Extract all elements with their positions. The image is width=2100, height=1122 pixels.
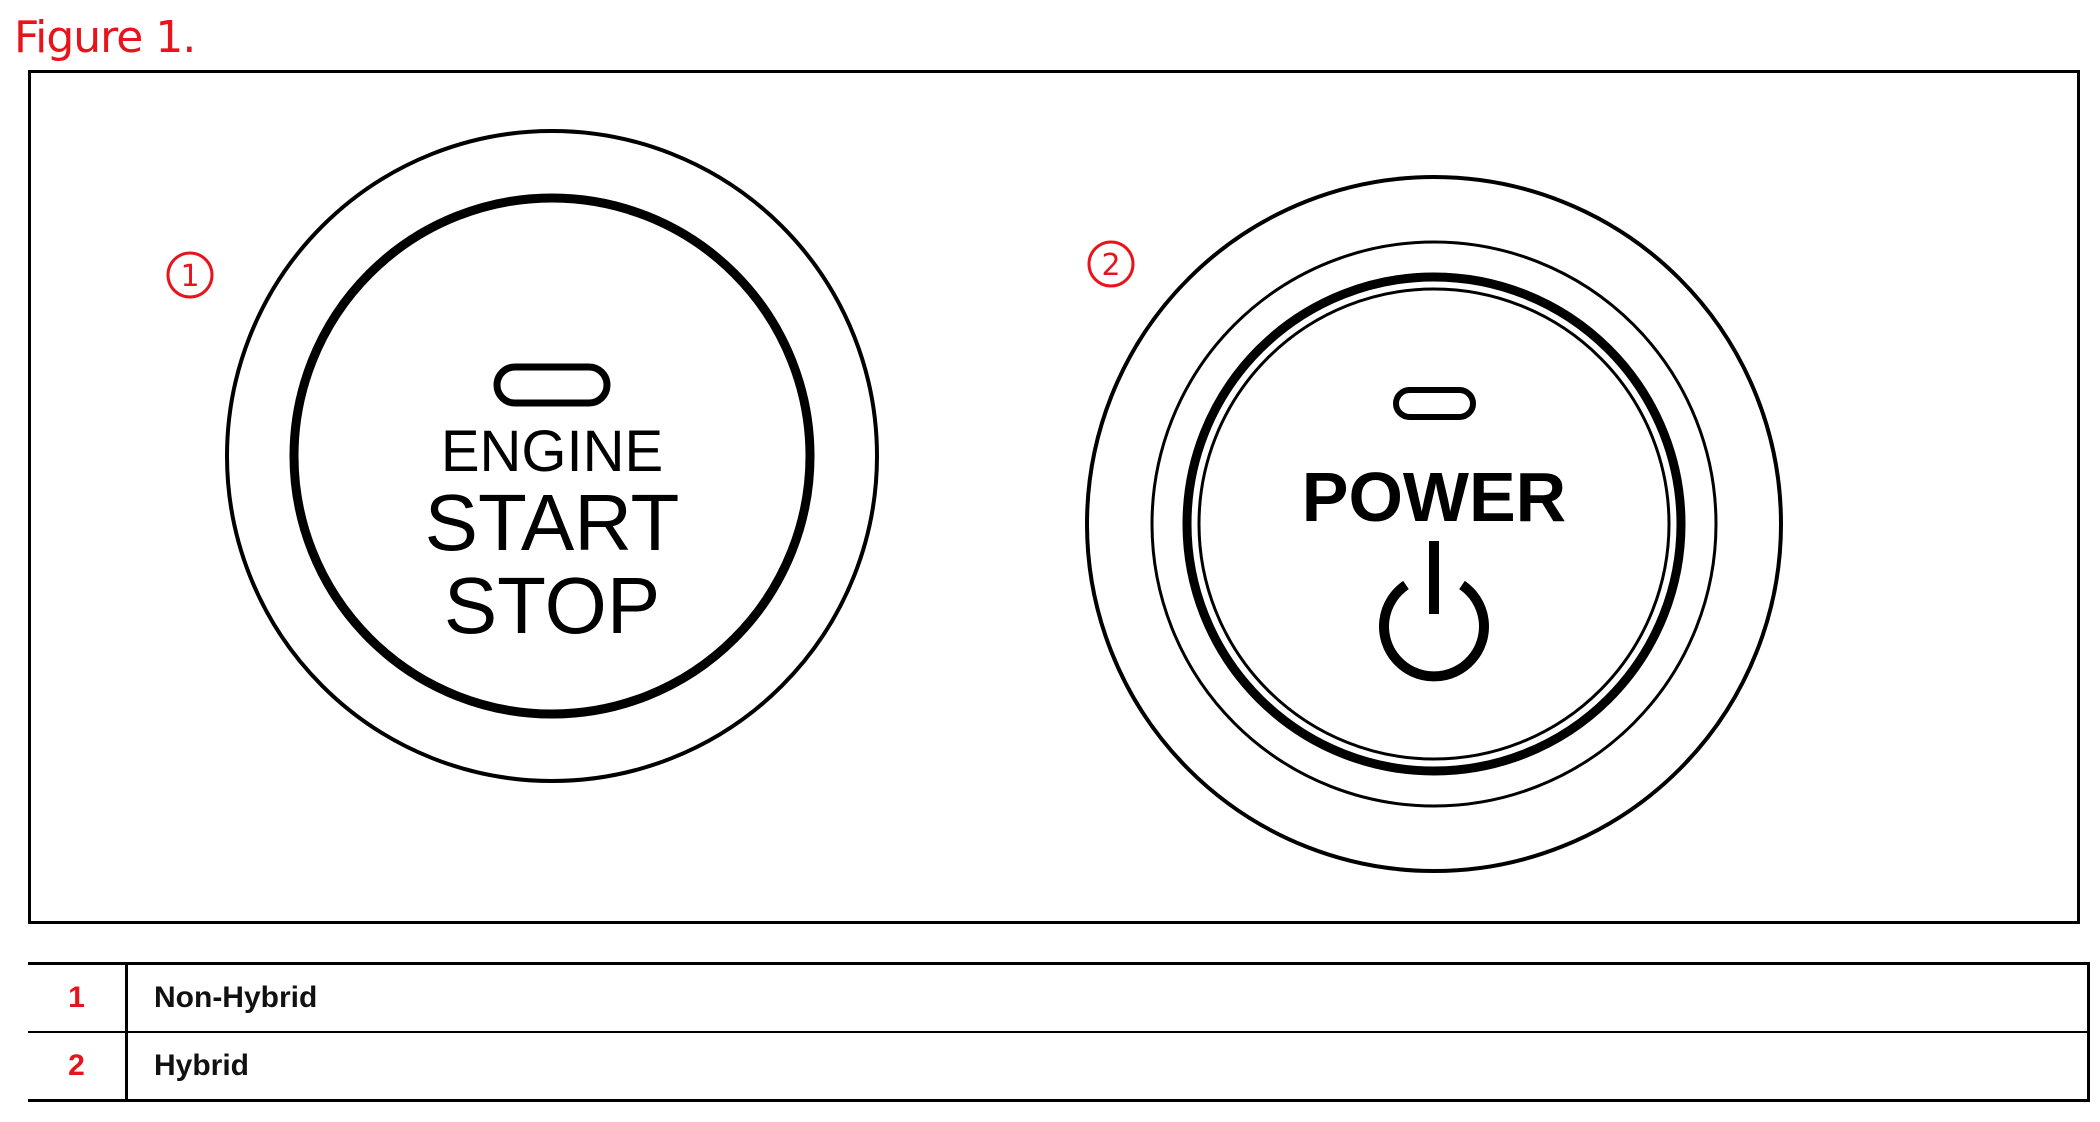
indicator-lamp-icon [1393,387,1476,420]
callout-1-circle [166,251,214,299]
button-1-line-engine: ENGINE [441,419,663,484]
callout-2: 2 [1087,240,1135,288]
table-row: 2 Hybrid [28,1032,2090,1101]
legend-number: 2 [28,1032,128,1101]
button-2-outer-bezel [1085,175,1783,873]
figure-frame: 1 ENGINE START STOP 2 POWER [28,70,2080,924]
indicator-lamp-icon [493,363,611,407]
figure-title: Figure 1. [14,12,196,63]
callout-2-number: 2 [1101,248,1120,283]
button-2-face [1182,272,1686,776]
button-2-label-power: POWER [1302,458,1566,536]
legend-number: 1 [28,963,128,1033]
table-row: 1 Non-Hybrid [28,963,2090,1033]
figure-illustration: 1 ENGINE START STOP 2 POWER [166,129,1783,873]
legend-description: Non-Hybrid [126,963,2090,1033]
legend-table: 1 Non-Hybrid 2 Hybrid [28,962,2090,1102]
button-2-inner-ring [1197,287,1671,761]
button-1-bezel [225,129,879,783]
button-1-face [289,193,815,719]
legend-description: Hybrid [126,1032,2090,1101]
power-button: POWER [1085,175,1783,873]
callout-1-number: 1 [180,259,199,294]
engine-start-stop-button: ENGINE START STOP [225,129,879,783]
callout-2-circle [1087,240,1135,288]
button-2-middle-ring [1150,240,1718,808]
callout-1: 1 [166,251,214,299]
power-symbol-icon [1379,541,1489,682]
button-1-line-stop: STOP [444,561,660,650]
button-1-line-start: START [425,478,680,567]
